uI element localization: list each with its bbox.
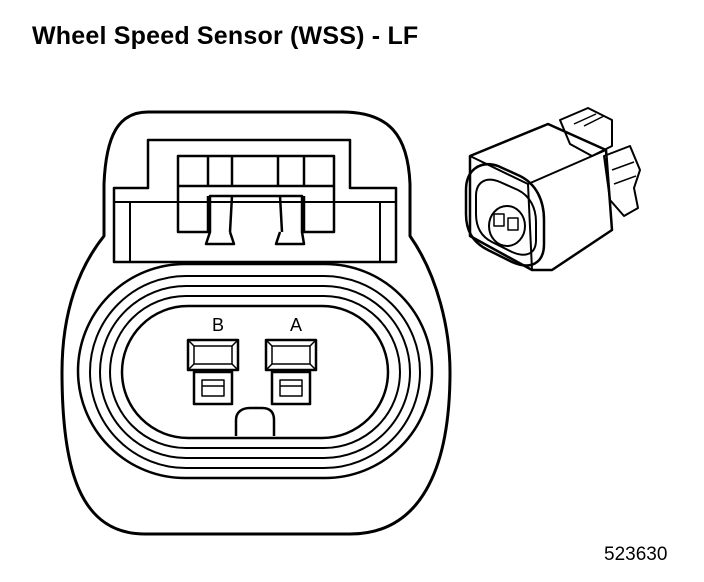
seal-ring-5 (120, 304, 390, 440)
seal-ring-3 (99, 285, 411, 459)
pin-label-a: A (290, 315, 302, 335)
figure-number: 523630 (604, 544, 668, 565)
terminal-cavity-a (264, 338, 318, 406)
seal-ring-2 (89, 275, 421, 469)
terminal-cavity-b (186, 338, 240, 406)
diagram-title: Wheel Speed Sensor (WSS) - LF (32, 22, 419, 50)
keying-notch (234, 406, 276, 436)
seal-ring-4 (109, 295, 401, 449)
connector-cap-outline (112, 138, 398, 264)
connector-outer-housing (60, 110, 452, 536)
pin-label-b: B (212, 315, 224, 335)
locking-latch (176, 154, 336, 246)
seal-ring-1 (76, 262, 434, 480)
